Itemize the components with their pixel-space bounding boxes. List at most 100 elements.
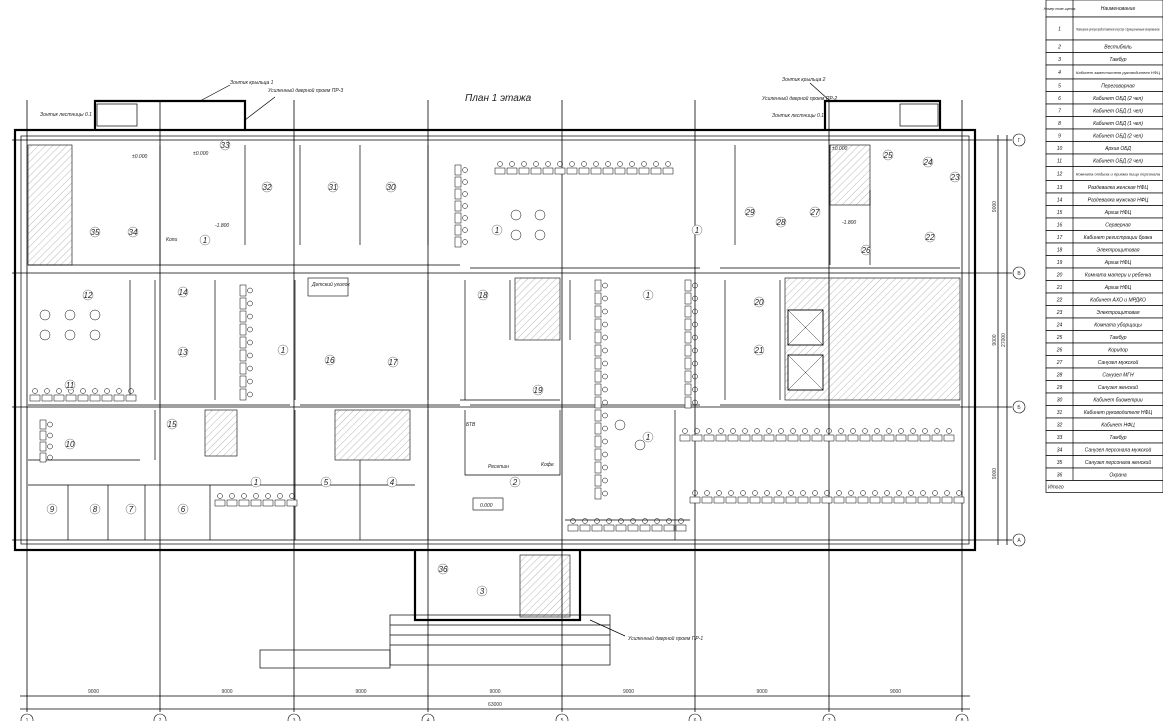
room-number-26: 26: [861, 246, 871, 255]
chair-icon: [602, 386, 608, 393]
room-number-cell: 20: [1056, 272, 1063, 278]
room-number-cell: 22: [1056, 297, 1063, 303]
room-number-marker: [177, 346, 189, 358]
chair-icon: [824, 490, 830, 496]
room-number-19: 19: [534, 386, 543, 395]
workstation-desk: [943, 434, 955, 442]
workstation-desk: [39, 419, 47, 430]
workstation-desk: [239, 388, 247, 401]
chair-icon: [814, 428, 820, 434]
chair-icon: [602, 464, 608, 471]
chair-icon: [229, 493, 235, 499]
room-name-cell: Кабинет ОБД (1 чел): [1093, 121, 1143, 127]
workstation-desk: [614, 167, 626, 175]
room-number-marker: [809, 206, 821, 218]
workstation-desk: [859, 434, 871, 442]
workstation-desk: [953, 496, 965, 504]
chair-icon: [247, 326, 253, 333]
workstation-desk: [594, 487, 602, 500]
workstation-desk: [881, 496, 893, 504]
chair-icon: [247, 339, 253, 346]
room-number-marker: [46, 503, 58, 515]
door-pr3-label: Усиленный дверной проем ПР-3: [268, 87, 343, 94]
chair-icon: [694, 428, 700, 434]
room-number-cell: 2: [1057, 44, 1061, 50]
chair-icon: [602, 334, 608, 341]
workstation-desk: [454, 176, 462, 188]
chair-icon: [908, 490, 914, 496]
room-number-1: 1: [203, 236, 207, 245]
workstation-desk: [739, 434, 751, 442]
workstation-desk: [691, 434, 703, 442]
room-name-cell: Архив НФЦ: [1104, 260, 1132, 266]
room-number-cell: 8: [1058, 121, 1061, 127]
header-number: Номер поме-щения: [1044, 7, 1076, 11]
room-name-cell: Раздевалка мужская НФЦ: [1088, 197, 1149, 203]
workstation-desk: [684, 279, 692, 292]
chair-icon: [752, 490, 758, 496]
workstation-desk: [833, 496, 845, 504]
workstation-desk: [931, 434, 943, 442]
chair-icon: [602, 321, 608, 328]
room-number-1: 1: [646, 433, 650, 442]
room-number-marker: [327, 181, 339, 193]
chair-icon: [462, 179, 468, 185]
chair-icon: [740, 490, 746, 496]
chair-icon: [778, 428, 784, 434]
chair-icon: [247, 365, 253, 372]
chair-icon: [497, 161, 503, 167]
chair-icon: [605, 161, 611, 167]
workstation-desk: [797, 496, 809, 504]
room-number-cell: 34: [1057, 447, 1063, 453]
chair-icon: [788, 490, 794, 496]
room-number-marker: [532, 384, 544, 396]
workstation-desk: [579, 524, 591, 532]
room-name-cell: Санузел персонала мужской: [1085, 446, 1152, 453]
workstation-desk: [684, 396, 692, 409]
room-name-cell: Коридор: [1108, 347, 1128, 353]
workstation-desk: [594, 344, 602, 357]
workstation-desk: [737, 496, 749, 504]
chair-icon: [692, 347, 698, 354]
room-name-cell: Кабинет ОБД (1 чел): [1093, 108, 1143, 114]
workstation-desk: [41, 394, 53, 402]
room-name-cell: Тамбур: [1109, 57, 1126, 63]
workstation-desk: [703, 434, 715, 442]
room-name-cell: Санузел женский: [1098, 384, 1138, 391]
workstation-desk: [751, 434, 763, 442]
chair-icon: [602, 425, 608, 432]
room-number-marker: [922, 156, 934, 168]
chair-icon: [116, 388, 122, 394]
chair-icon: [642, 518, 648, 524]
workstation-desk: [869, 496, 881, 504]
room-number-17: 17: [389, 358, 398, 367]
workstation-desk: [603, 524, 615, 532]
workstation-desk: [907, 434, 919, 442]
dimension-column-total: 63000: [488, 702, 502, 708]
chair-icon: [521, 161, 527, 167]
room-number-14: 14: [179, 288, 188, 297]
workstation-desk: [125, 394, 137, 402]
room-number-15: 15: [168, 420, 177, 429]
chair-icon: [692, 490, 698, 496]
workstation-desk: [239, 349, 247, 362]
room-number-22: 22: [925, 233, 935, 242]
workstation-desk: [811, 434, 823, 442]
workstation-desk: [286, 499, 298, 507]
chair-icon: [860, 490, 866, 496]
round-table: [64, 309, 76, 321]
table-total-row: [1045, 480, 1163, 493]
chair-icon: [704, 490, 710, 496]
room-number-marker: [491, 224, 503, 236]
workstation-desk: [239, 323, 247, 336]
room-number-marker: [860, 244, 872, 256]
round-table: [614, 419, 626, 431]
workstation-desk: [650, 167, 662, 175]
workstation-desk: [494, 167, 506, 175]
